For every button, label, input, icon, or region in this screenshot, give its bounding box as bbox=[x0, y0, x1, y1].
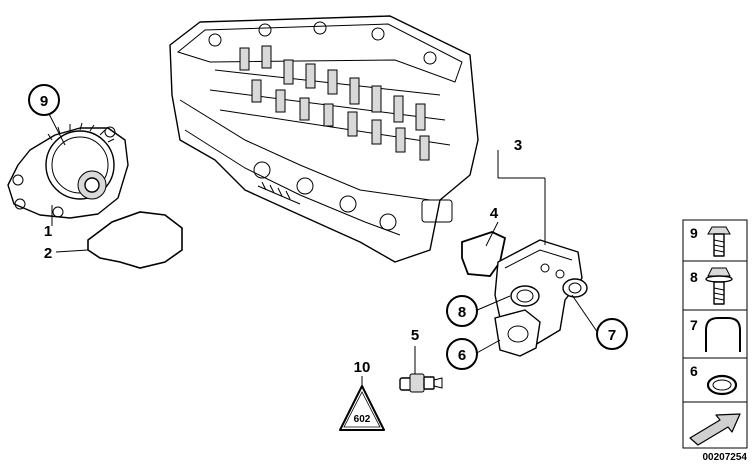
svg-text:7: 7 bbox=[608, 327, 616, 344]
spring-clip-icon bbox=[705, 317, 741, 352]
legend-panel: 9 8 7 6 bbox=[682, 219, 748, 449]
callout-6: 6 bbox=[446, 338, 478, 370]
callout-9-main: 9 bbox=[28, 84, 60, 116]
catalog-number: 00207254 bbox=[703, 452, 748, 463]
hex-bolt-icon bbox=[707, 226, 731, 257]
warning-triangle-icon: 602 bbox=[339, 385, 385, 431]
svg-text:6: 6 bbox=[458, 347, 466, 364]
flange-bolt-icon bbox=[705, 267, 733, 305]
temperature-sensor-illustration bbox=[399, 373, 443, 393]
callout-7: 7 bbox=[596, 318, 628, 350]
callout-3: 3 bbox=[514, 137, 522, 154]
water-pump-gasket bbox=[87, 211, 183, 269]
arrow-icon bbox=[689, 413, 741, 446]
callout-8: 8 bbox=[446, 295, 478, 327]
legend-label-6: 6 bbox=[690, 363, 698, 379]
callout-10: 10 bbox=[354, 359, 371, 376]
leader-lines bbox=[47, 111, 599, 386]
o-ring-icon bbox=[706, 374, 738, 396]
svg-text:8: 8 bbox=[458, 304, 466, 321]
thermostat-housing-illustration bbox=[494, 239, 588, 357]
valve-springs bbox=[239, 45, 430, 161]
callout-5: 5 bbox=[411, 327, 419, 344]
callout-4: 4 bbox=[490, 205, 499, 222]
callout-1: 1 bbox=[44, 223, 52, 240]
water-pump-illustration bbox=[7, 122, 129, 219]
legend-label-9: 9 bbox=[690, 225, 698, 241]
legend-label-8: 8 bbox=[690, 269, 698, 285]
callout-2: 2 bbox=[44, 245, 52, 262]
legend-label-7: 7 bbox=[690, 317, 698, 333]
warning-symbol-text: 602 bbox=[354, 414, 371, 425]
thermostat-gasket bbox=[461, 231, 507, 277]
svg-text:9: 9 bbox=[40, 93, 48, 110]
cylinder-head-illustration bbox=[169, 15, 479, 263]
